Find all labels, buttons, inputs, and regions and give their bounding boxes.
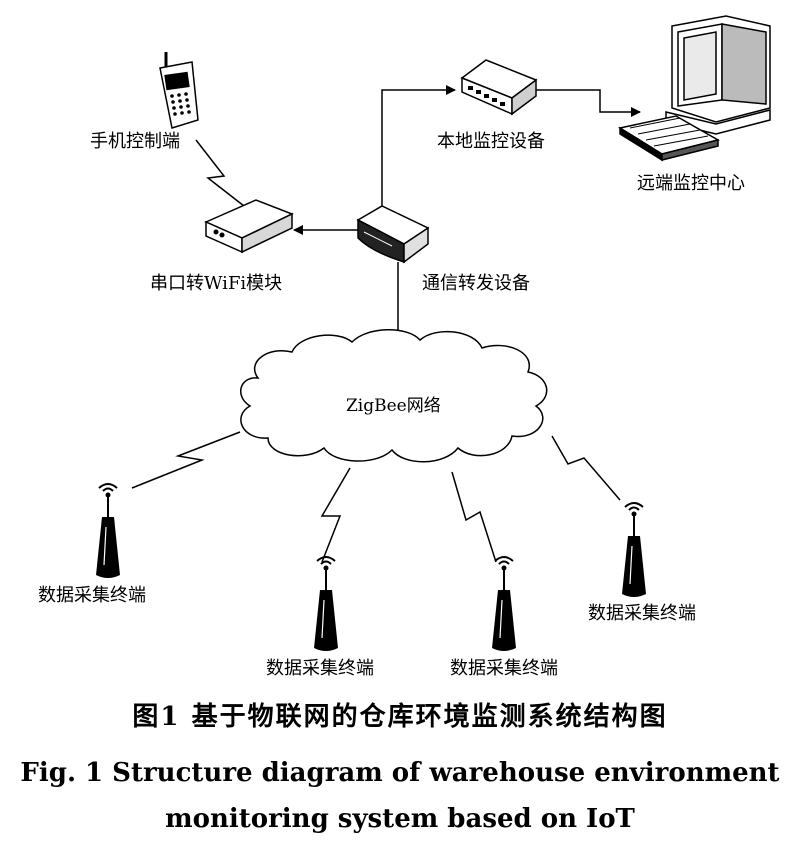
forwarder-label: 通信转发设备 [422, 273, 530, 294]
antenna-icon [314, 556, 338, 651]
figure-caption-en-line2: monitoring system based on IoT [165, 804, 635, 834]
system-structure-diagram [96, 15, 771, 651]
switch-icon [460, 59, 538, 116]
local-monitor-label: 本地监控设备 [437, 131, 545, 152]
router-icon [356, 205, 430, 264]
lightning-link-icon [131, 431, 241, 489]
lightning-link-icon [451, 471, 497, 563]
link-forwarder-to-switch [381, 85, 456, 212]
keyboard-icon [618, 115, 720, 162]
wifi-module-label: 串口转WiFi模块 [150, 273, 283, 294]
terminal-label-1: 数据采集终端 [38, 585, 146, 606]
connection-lines [293, 85, 641, 341]
terminal-label-4: 数据采集终端 [588, 603, 696, 624]
lightning-link-icon [320, 467, 351, 563]
phone-label: 手机控制端 [90, 131, 180, 152]
lightning-links [131, 431, 621, 563]
remote-center-label: 远端监控中心 [637, 173, 745, 194]
terminal-label-3: 数据采集终端 [450, 658, 558, 679]
antenna-icon [492, 556, 516, 651]
computer-icon [665, 15, 771, 135]
mobile-phone-icon [159, 52, 199, 129]
figure-caption-cn: 图1 基于物联网的仓库环境监测系统结构图 [132, 702, 668, 732]
antenna-icon [622, 502, 646, 597]
lightning-link-icon [551, 435, 621, 501]
lightning-link-icon [195, 139, 245, 207]
figure-caption-en-line1: Fig. 1 Structure diagram of warehouse en… [20, 758, 780, 788]
zigbee-label: ZigBee网络 [346, 396, 441, 416]
terminal-label-2: 数据采集终端 [266, 658, 374, 679]
cloud-icon [240, 329, 548, 463]
wifi-module-icon [204, 199, 294, 254]
antenna-icon [96, 483, 120, 578]
link-switch-to-computer [528, 89, 641, 117]
